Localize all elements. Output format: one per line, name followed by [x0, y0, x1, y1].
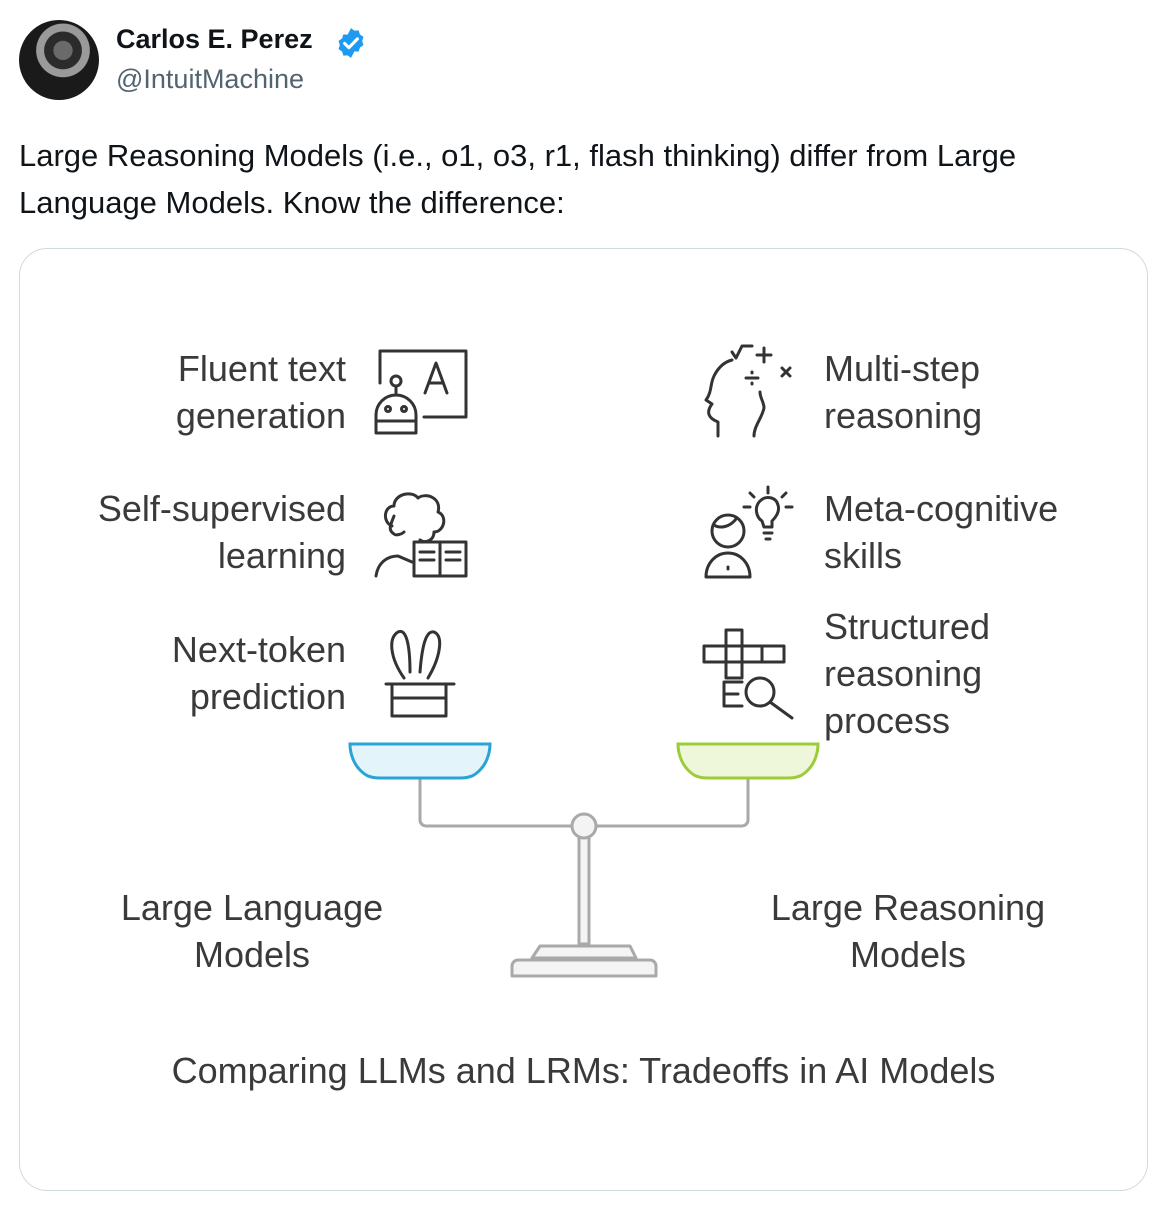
robot-text-icon — [374, 349, 468, 435]
blocks-magnifier-icon — [702, 628, 794, 720]
label-self-supervised-learning: Self-supervised learning — [97, 488, 346, 576]
balance-scale — [348, 742, 820, 978]
label-structured-reasoning-process: Structured reasoning process — [824, 606, 991, 741]
media-card[interactable] — [19, 248, 1148, 1191]
right-pan — [676, 742, 820, 780]
person-lightbulb-icon — [704, 485, 794, 579]
label-large-reasoning-models: Large Reasoning Models — [770, 887, 1046, 975]
tweet-text: Large Reasoning Models (i.e., o1, o3, r1… — [19, 138, 1017, 220]
avatar[interactable] — [19, 20, 99, 100]
magic-hat-rabbit-icon — [384, 629, 456, 718]
label-meta-cognitive-skills: Meta-cognitive skills — [824, 488, 1059, 576]
label-fluent-text-generation: Fluent text generation — [175, 348, 346, 436]
left-pan — [348, 742, 492, 780]
person-reading-book-icon — [374, 492, 468, 578]
author-handle[interactable]: @IntuitMachine — [116, 64, 304, 94]
label-next-token-prediction: Next-token prediction — [171, 629, 346, 717]
head-math-symbols-icon — [704, 344, 792, 438]
author-name[interactable]: Carlos E. Perez — [116, 24, 313, 54]
label-large-language-models: Large Language Models — [120, 887, 384, 975]
infographic-title: Comparing LLMs and LRMs: Tradeoffs in AI… — [171, 1050, 996, 1091]
verified-badge-icon — [338, 28, 364, 58]
label-multi-step-reasoning: Multi-step reasoning — [824, 348, 983, 436]
